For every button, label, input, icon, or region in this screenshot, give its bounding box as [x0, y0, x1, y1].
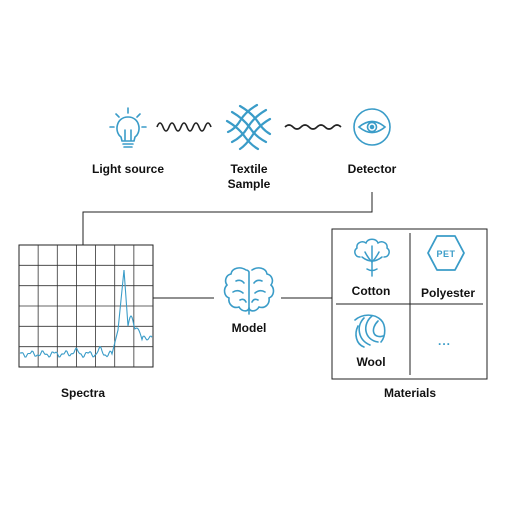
model-label: Model [231, 321, 267, 335]
spectra-gridlines [19, 245, 153, 367]
pet-badge-icon: PET [427, 235, 465, 271]
textile-label-line2: Sample [227, 177, 271, 191]
light-wave-high-frequency [156, 122, 212, 132]
materials-label: Materials [383, 386, 437, 400]
material-cotton-label: Cotton [351, 284, 391, 298]
pet-badge-text: PET [436, 249, 455, 259]
spectra-label: Spectra [60, 386, 106, 400]
material-polyester-label: Polyester [420, 286, 476, 300]
textile-mesh-icon [225, 103, 272, 151]
brain-icon [223, 267, 275, 315]
detector-label: Detector [347, 162, 397, 176]
eye-detector-icon [353, 108, 391, 146]
material-more-ellipsis: ... [438, 334, 452, 348]
materials-panel [331, 228, 488, 380]
spectra-signal-line [19, 269, 153, 359]
light-source-label: Light source [91, 162, 164, 176]
spectra-plot [18, 244, 154, 368]
cotton-flower-icon [354, 238, 390, 277]
light-bulb-icon [109, 107, 147, 148]
light-wave-low-amplitude [284, 124, 342, 130]
material-wool-label: Wool [356, 355, 386, 369]
wool-ball-icon [354, 314, 386, 348]
connector-detector-to-spectra [82, 192, 373, 245]
textile-label-line1: Textile [230, 162, 268, 176]
